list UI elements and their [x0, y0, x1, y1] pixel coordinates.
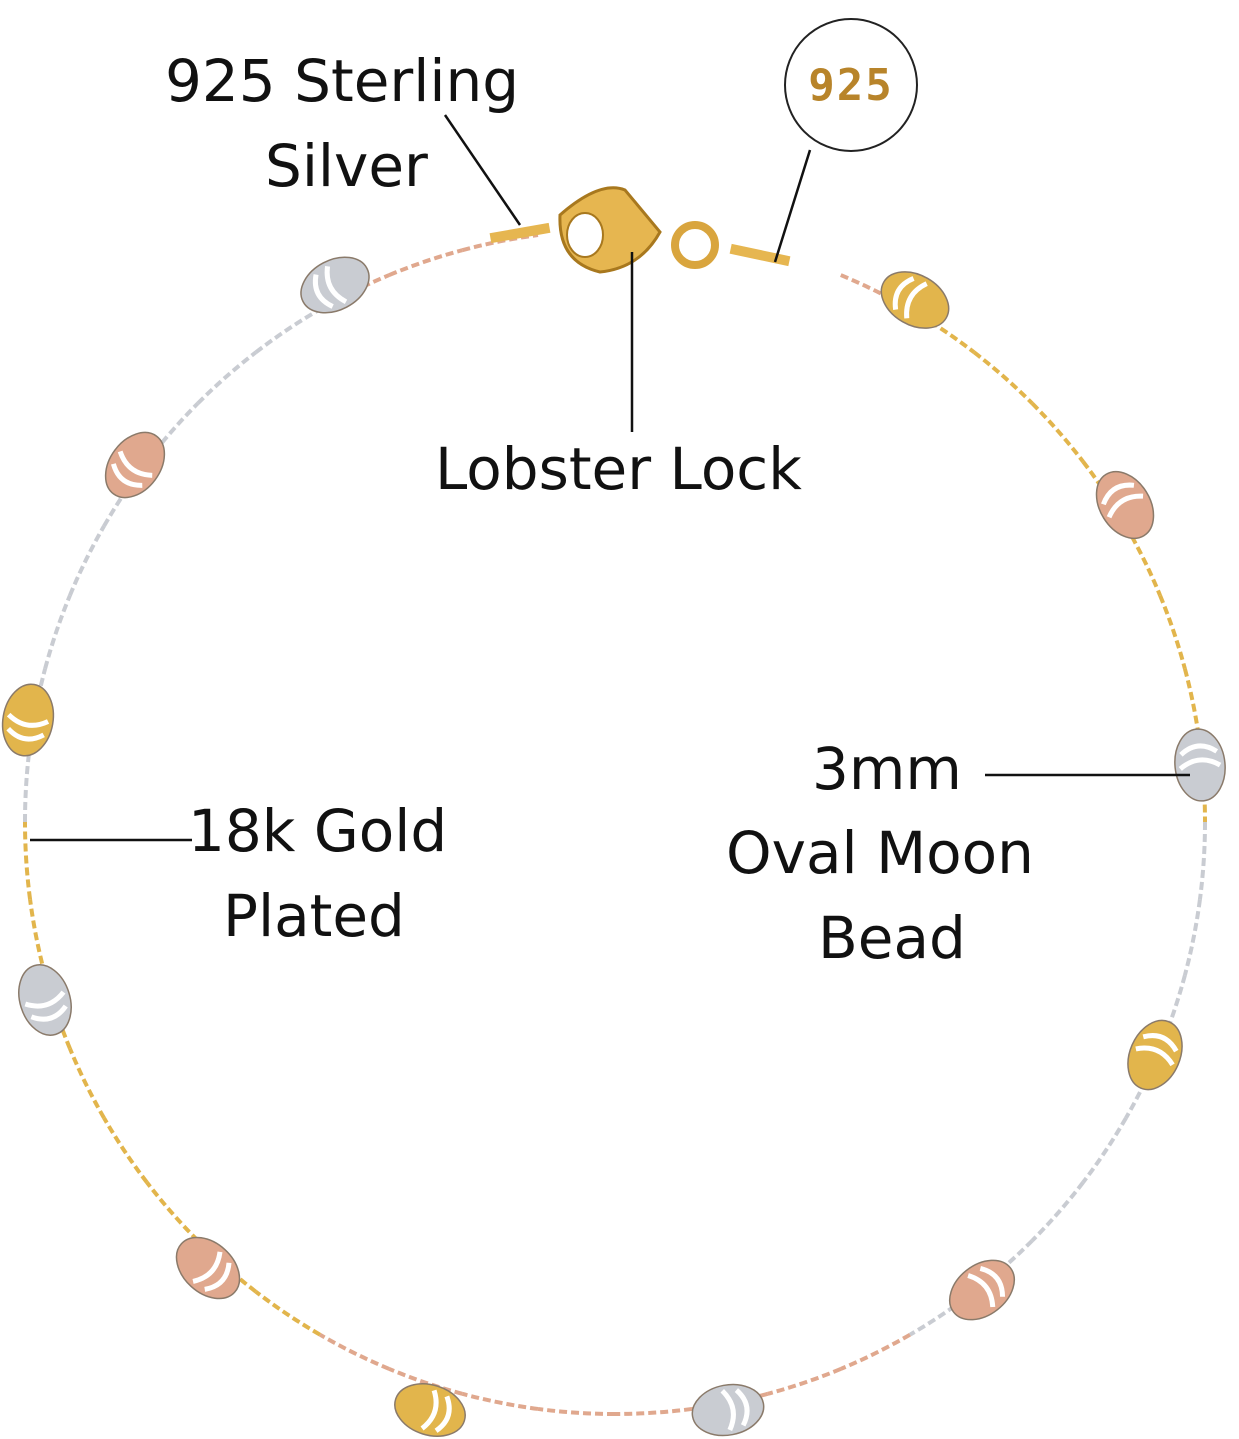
chain-segment [767, 1367, 842, 1396]
bead-label-line2: Oval Moon [726, 819, 1034, 887]
gold-label-line1: 18k Gold [188, 797, 448, 865]
chain-segment [1030, 401, 1085, 463]
chain-segment [43, 594, 72, 670]
chain-segment [972, 350, 1034, 405]
bead-label-line1: 3mm [812, 735, 962, 803]
gold-oval-moon-bead [880, 271, 950, 329]
gold-oval-moon-bead [1127, 1019, 1183, 1091]
925-stamp-closeup: 925 [784, 18, 918, 152]
chain-segment [254, 1290, 322, 1337]
silver-oval-moon-bead [691, 1383, 765, 1437]
sterling-label-line1: 925 Sterling [165, 47, 520, 115]
chain-segment [196, 350, 258, 405]
chain-segment [254, 307, 322, 354]
chain-segment [145, 1181, 200, 1243]
chain-segment [388, 1367, 463, 1396]
rose-oval-moon-bead [948, 1259, 1016, 1321]
gold-label-line2: Plated [223, 882, 405, 950]
chain-segment [1158, 594, 1187, 670]
lobster-lock-label: Lobster Lock [435, 435, 802, 503]
silver-oval-moon-bead [18, 964, 72, 1036]
silver-oval-moon-bead [300, 256, 370, 314]
chain-segment [1030, 1181, 1085, 1243]
chain-segment [28, 899, 48, 976]
chain-segment [1081, 1117, 1128, 1184]
chain-segment [102, 1117, 149, 1184]
chain-segment [1182, 899, 1202, 976]
chain-segment [537, 1406, 616, 1416]
rose-oval-moon-bead [1095, 470, 1155, 540]
gold-oval-moon-bead [394, 1383, 466, 1437]
callout-lines [30, 114, 1190, 842]
silver-oval-moon-bead [1174, 728, 1226, 802]
rose-oval-moon-bead [175, 1236, 241, 1300]
chain-segment [1197, 821, 1207, 900]
chain-segment [68, 1047, 106, 1119]
chain-segment [614, 1406, 693, 1416]
chain-segment [68, 525, 106, 597]
chain-segment [461, 1391, 539, 1411]
lobster-clasp [489, 186, 791, 274]
chain-segment [318, 1332, 390, 1371]
rose-oval-moon-bead [104, 431, 166, 499]
chain-segment [388, 248, 463, 277]
gold-oval-moon-bead [1, 683, 55, 757]
bead-label-line3: Bead [818, 904, 966, 972]
beads [1, 256, 1226, 1437]
chain-segment [840, 1332, 912, 1371]
chain-segment [23, 821, 33, 900]
sterling-label-line2: Silver [265, 132, 428, 200]
